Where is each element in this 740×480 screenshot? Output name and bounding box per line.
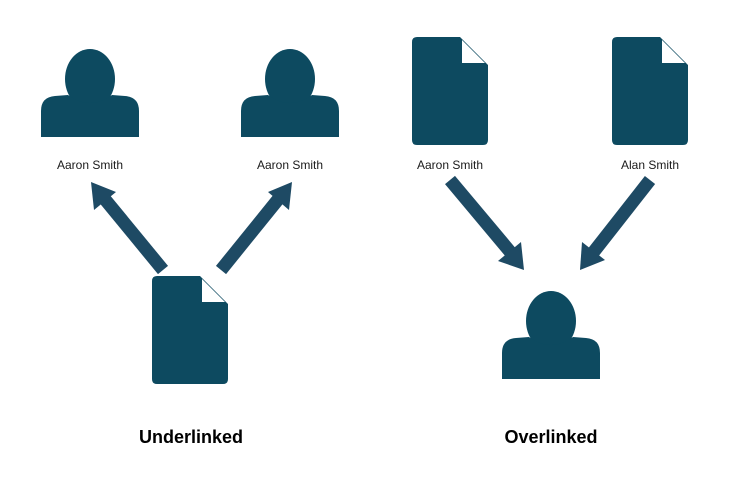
- person-icon: [502, 291, 600, 379]
- document-icon: [152, 276, 228, 384]
- caption-overlinked: Overlinked: [504, 427, 597, 447]
- arrow-from-right-doc: [586, 175, 656, 259]
- doc-label-right: Alan Smith: [621, 158, 679, 172]
- document-icon: [412, 37, 488, 145]
- caption-underlinked: Underlinked: [139, 427, 243, 447]
- doc-label-left: Aaron Smith: [417, 158, 483, 172]
- person-icon: [241, 49, 339, 137]
- arrowhead: [91, 182, 116, 210]
- underlinked-group: Aaron Smith Aaron Smith Underlinked: [41, 49, 339, 447]
- arrowhead: [268, 182, 292, 210]
- arrow-to-right-person: [215, 192, 286, 275]
- arrowhead: [498, 242, 524, 270]
- document-icon: [612, 37, 688, 145]
- arrow-to-left-person: [97, 192, 169, 275]
- overlinked-group: Aaron Smith Alan Smith Overlinked: [412, 37, 688, 447]
- person-label-left: Aaron Smith: [57, 158, 123, 172]
- arrow-from-left-doc: [445, 175, 517, 259]
- arrowhead: [580, 242, 605, 270]
- person-icon: [41, 49, 139, 137]
- person-label-right: Aaron Smith: [257, 158, 323, 172]
